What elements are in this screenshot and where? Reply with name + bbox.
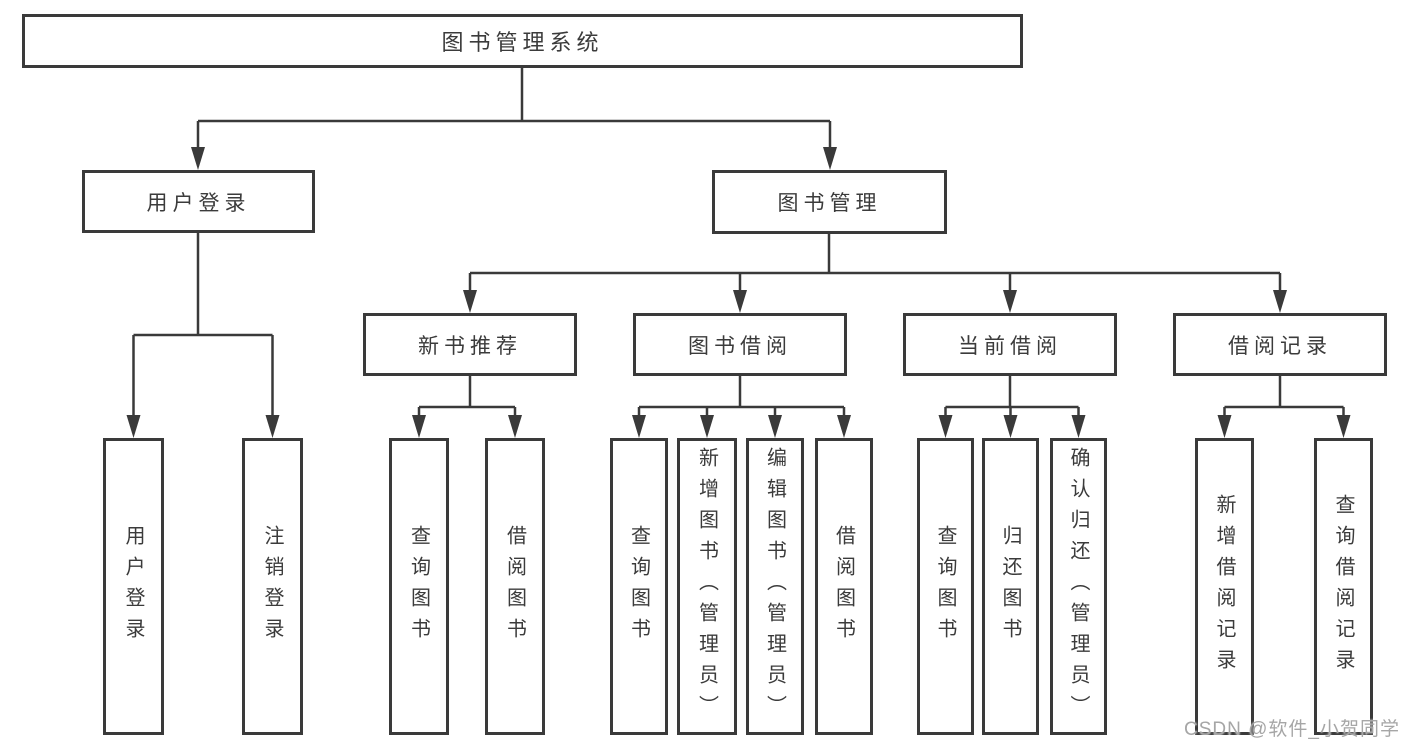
leaf-bb-query-books: 查询图书 xyxy=(610,438,668,735)
leaf-logout-label: 注销登录 xyxy=(261,524,283,649)
leaf-cb-return-books-label: 归还图书 xyxy=(999,524,1021,649)
leaf-bb-edit-books-admin: 编辑图书（管理员） xyxy=(746,438,804,735)
node-book-borrowing-label: 图书借阅 xyxy=(688,334,792,358)
edge-borrow-records-children xyxy=(1223,376,1345,418)
node-root-label: 图书管理系统 xyxy=(441,30,604,55)
leaf-cb-query-books-label: 查询图书 xyxy=(934,524,956,649)
node-user-login-label: 用户登录 xyxy=(146,191,251,215)
node-new-book-recommend-label: 新书推荐 xyxy=(418,334,522,358)
arrowhead xyxy=(632,415,646,438)
arrowhead xyxy=(463,290,477,313)
leaf-br-add-record-label: 新增借阅记录 xyxy=(1213,493,1235,680)
leaf-user-login-label: 用户登录 xyxy=(122,524,144,649)
arrowhead xyxy=(938,415,953,438)
arrowhead xyxy=(191,147,205,170)
node-borrowing-records: 借阅记录 xyxy=(1173,313,1387,376)
arrowhead xyxy=(412,415,426,438)
leaf-bb-add-books-admin: 新增图书（管理员） xyxy=(677,438,737,735)
arrowhead xyxy=(823,147,837,170)
node-user-login: 用户登录 xyxy=(82,170,315,233)
arrowhead xyxy=(1003,290,1017,313)
arrowhead xyxy=(1273,290,1287,313)
leaf-bb-query-books-label: 查询图书 xyxy=(627,524,650,649)
node-borrowing-records-label: 借阅记录 xyxy=(1228,334,1332,358)
arrowhead xyxy=(1003,415,1018,438)
edge-user-login-children xyxy=(132,233,274,418)
edge-book-borrow-children xyxy=(637,376,846,418)
node-book-management: 图书管理 xyxy=(712,170,947,234)
node-current-borrowing-label: 当前借阅 xyxy=(958,334,1062,358)
arrowhead xyxy=(508,415,522,438)
leaf-cb-return-books: 归还图书 xyxy=(982,438,1039,735)
arrowhead xyxy=(733,290,747,313)
edge-current-borrow-children xyxy=(944,376,1080,418)
leaf-cb-confirm-return-admin-label: 确认归还（管理员） xyxy=(1067,447,1089,726)
leaf-rec-borrow-books-label: 借阅图书 xyxy=(503,524,526,649)
leaf-bb-borrow-books-label: 借阅图书 xyxy=(832,524,855,649)
node-current-borrowing: 当前借阅 xyxy=(903,313,1117,376)
arrowhead xyxy=(265,415,280,438)
arrowhead xyxy=(837,415,851,438)
leaf-bb-edit-books-admin-label: 编辑图书（管理员） xyxy=(763,447,786,726)
node-book-management-label: 图书管理 xyxy=(777,192,882,215)
leaf-bb-borrow-books: 借阅图书 xyxy=(815,438,873,735)
leaf-br-query-record-label: 查询借阅记录 xyxy=(1332,493,1354,680)
leaf-cb-query-books: 查询图书 xyxy=(917,438,974,735)
leaf-user-login: 用户登录 xyxy=(103,438,164,735)
arrowheads xyxy=(126,147,1351,438)
arrowhead xyxy=(1071,415,1086,438)
leaf-bb-add-books-admin-label: 新增图书（管理员） xyxy=(695,447,718,726)
leaf-logout: 注销登录 xyxy=(242,438,303,735)
csdn-watermark: CSDN @软件_小贺同学 xyxy=(1184,719,1400,740)
arrowhead xyxy=(1336,415,1351,438)
arrowhead xyxy=(126,415,141,438)
edge-new-book-rec-children xyxy=(417,376,517,418)
leaf-rec-query-books: 查询图书 xyxy=(389,438,449,735)
node-new-book-recommend: 新书推荐 xyxy=(363,313,577,376)
arrowhead xyxy=(768,415,782,438)
arrowhead xyxy=(1217,415,1232,438)
edge-root-children xyxy=(196,67,832,150)
leaf-cb-confirm-return-admin: 确认归还（管理员） xyxy=(1050,438,1107,735)
leaf-rec-query-books-label: 查询图书 xyxy=(407,524,430,649)
node-root: 图书管理系统 xyxy=(22,14,1023,68)
edge-book-mgmt-children xyxy=(468,234,1282,293)
node-book-borrowing: 图书借阅 xyxy=(633,313,847,376)
arrowhead xyxy=(700,415,714,438)
leaf-rec-borrow-books: 借阅图书 xyxy=(485,438,545,735)
leaf-br-query-record: 查询借阅记录 xyxy=(1314,438,1373,735)
leaf-br-add-record: 新增借阅记录 xyxy=(1195,438,1254,735)
